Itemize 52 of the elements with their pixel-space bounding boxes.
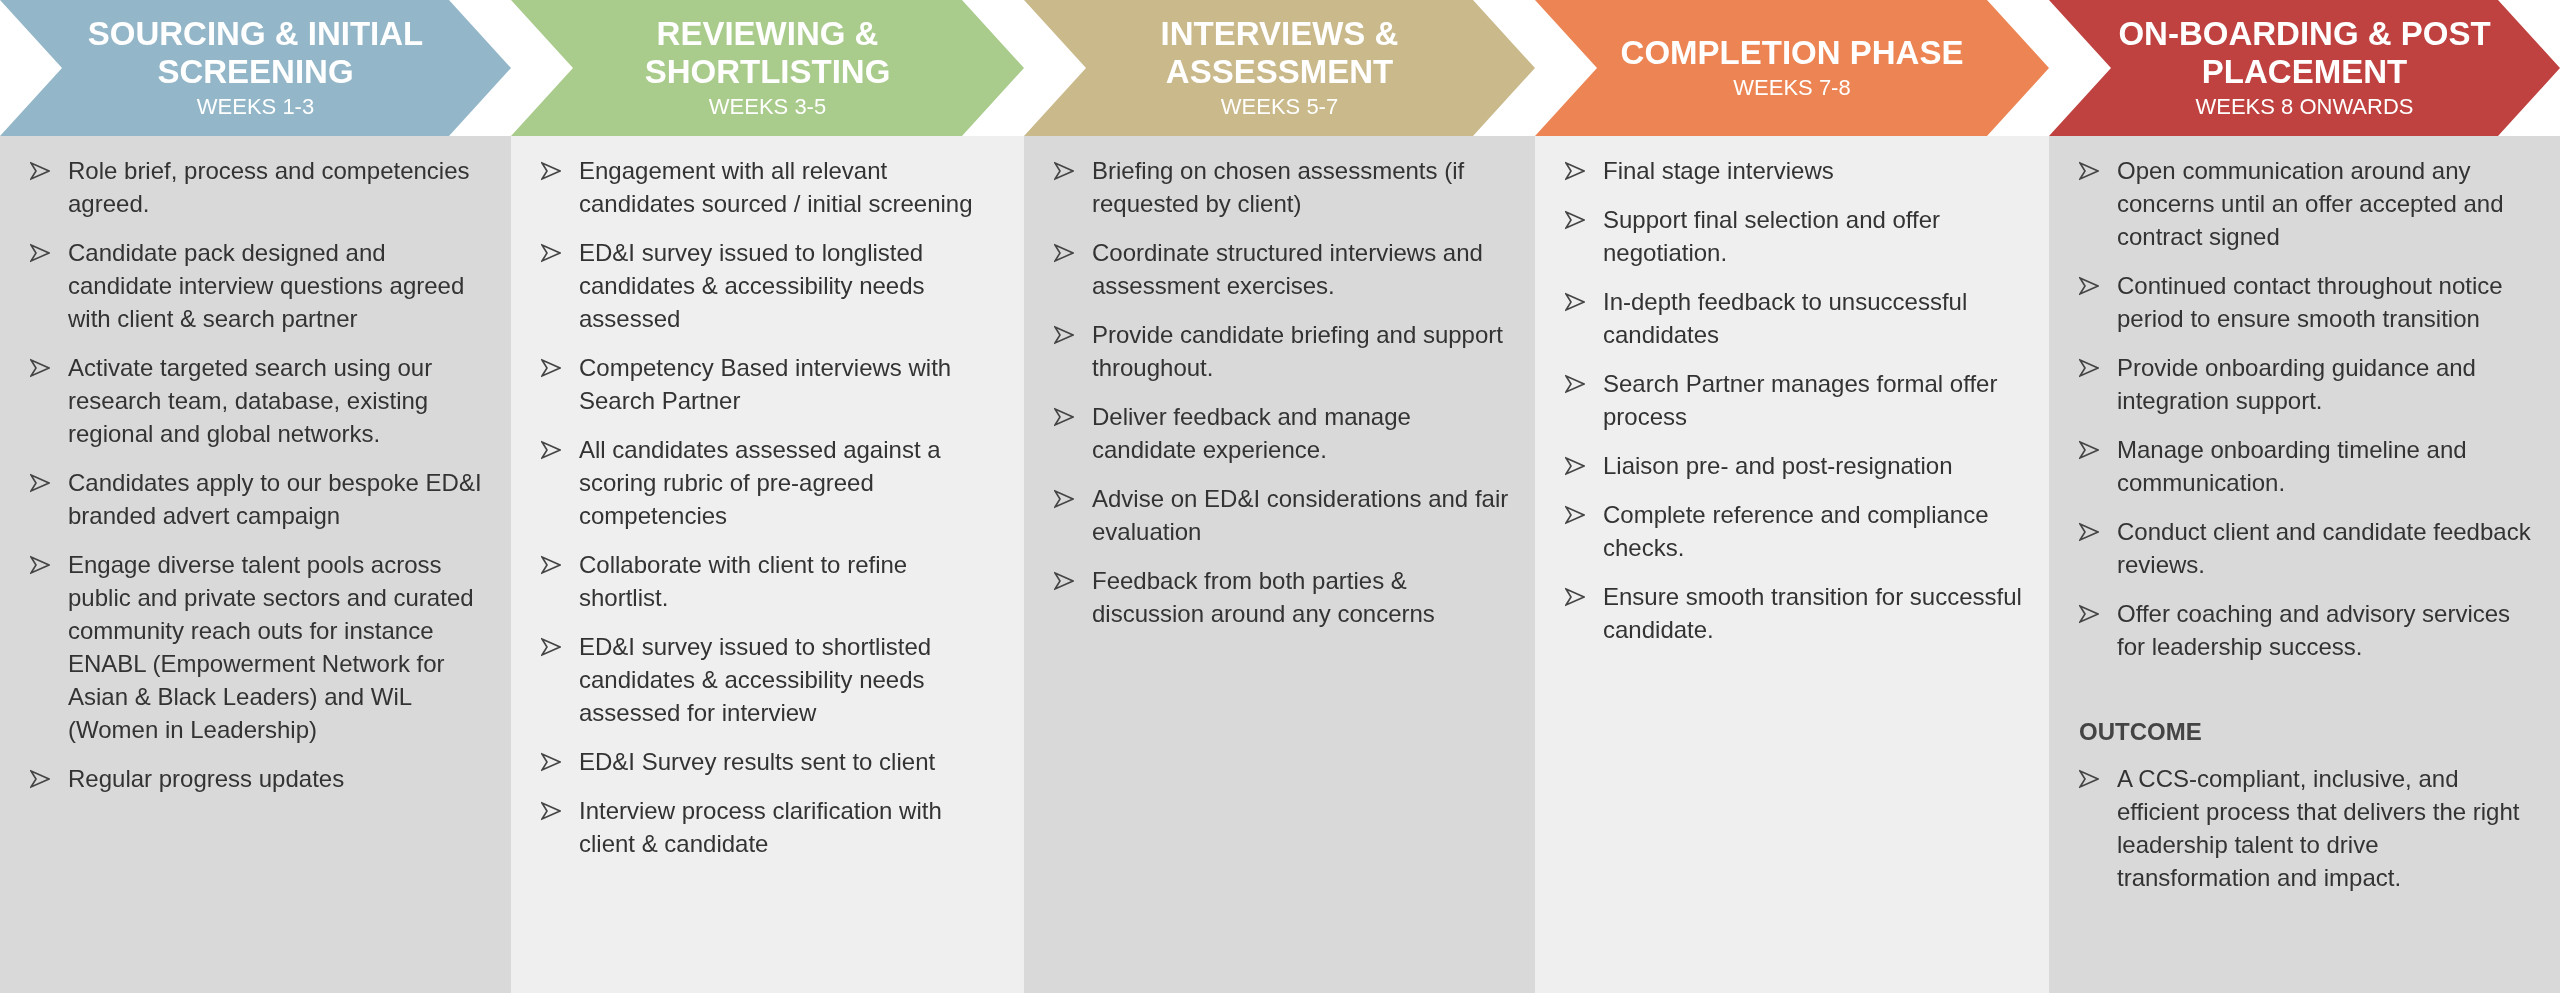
bullet-text: Candidate pack designed and candidate interview questions agreed with client & search partner [68,238,466,334]
bullet-text: A CCS-compliant, inclusive, and efficient process that delivers the right leadership talent to drive transformation and impact. [2117,764,2521,893]
bullet-text: Continued contact throughout notice period to ensure smooth transition [2117,271,2504,334]
bullet-text: Final stage interviews [1603,156,1834,186]
stage-panel [511,136,1024,993]
bullet-text: Liaison pre- and post-resignation [1603,451,1953,481]
bullet-text: Competency Based interviews with Search Partner [579,353,953,416]
bullet-text: Engagement with all relevant candidates sourced / initial screening [579,156,974,219]
stage-title: ON-BOARDING & POST PLACEMENT [2117,15,2492,91]
bullet-text: Open communication around any concerns until an offer accepted and contract signed [2117,156,2505,252]
bullet-text: Interview process clarification with client & candidate [579,796,943,859]
bullet-text: Ensure smooth transition for successful candidate. [1603,582,2023,645]
stage-panel [1535,136,2049,993]
bullet-text: Provide candidate briefing and support throughout. [1092,320,1504,383]
stage-panel [1024,136,1535,993]
bullet-text: Collaborate with client to refine shortlist. [579,550,909,613]
bullet-text: Role brief, process and competencies agreed. [68,156,471,219]
bullet-text: Complete reference and compliance checks. [1603,500,1990,563]
bullet-text: Manage onboarding timeline and communication. [2117,435,2468,498]
bullet-text: ED&I survey issued to longlisted candidates & accessibility needs assessed [579,238,926,334]
stage-panel [2049,136,2560,993]
bullet-text: In-depth feedback to unsuccessful candidates [1603,287,1969,350]
stage-header-banner [2049,0,2560,136]
section-heading: OUTCOME [2079,717,2203,747]
stage-header-banner [0,0,511,136]
bullet-text: Conduct client and candidate feedback reviews. [2117,517,2532,580]
stage-duration: WEEKS 7-8 [1733,74,1851,102]
bullet-text: Coordinate structured interviews and assessment exercises. [1092,238,1484,301]
bullet-text: Search Partner manages formal offer process [1603,369,1999,432]
stage-title: COMPLETION PHASE [1620,34,1964,72]
stage-title: INTERVIEWS & ASSESSMENT [1159,15,1400,91]
bullet-text: Support final selection and offer negotiation. [1603,205,1942,268]
bullet-text: Advise on ED&I considerations and fair evaluation [1092,484,1510,547]
bullet-text: Activate targeted search using our research team, database, existing regional and global networks. [68,353,434,449]
stage-duration: WEEKS 5-7 [1220,93,1339,121]
bullet-text: Regular progress updates [68,764,345,794]
bullet-text: Feedback from both parties & discussion around any concerns [1092,566,1436,629]
bullet-text: Provide onboarding guidance and integration support. [2117,353,2477,416]
stage-title: SOURCING & INITIAL SCREENING [86,15,425,91]
stage-title: REVIEWING & SHORTLISTING [643,15,892,91]
bullet-text: Deliver feedback and manage candidate experience. [1092,402,1412,465]
bullet-text: Engage diverse talent pools across public and private sectors and curated community reach outs for instance ENABL (Empowerment Network for Asian & Black Leaders) and WiL (Women in Leadership) [68,550,475,745]
stage-panel [0,136,511,993]
bullet-text: ED&I survey issued to shortlisted candidates & accessibility needs assessed for interview [579,632,933,728]
bullet-text: Candidates apply to our bespoke ED&I branded advert campaign [68,468,483,531]
bullet-text: Briefing on chosen assessments (if requested by client) [1092,156,1466,219]
stage-duration: WEEKS 1-3 [196,93,315,121]
bullet-text: All candidates assessed against a scoring rubric of pre-agreed competencies [579,435,942,531]
bullet-text: ED&I Survey results sent to client [579,747,936,777]
stage-duration: WEEKS 3-5 [708,93,827,121]
stage-duration: WEEKS 8 ONWARDS [2195,93,2414,121]
bullet-text: Offer coaching and advisory services for leadership success. [2117,599,2512,662]
